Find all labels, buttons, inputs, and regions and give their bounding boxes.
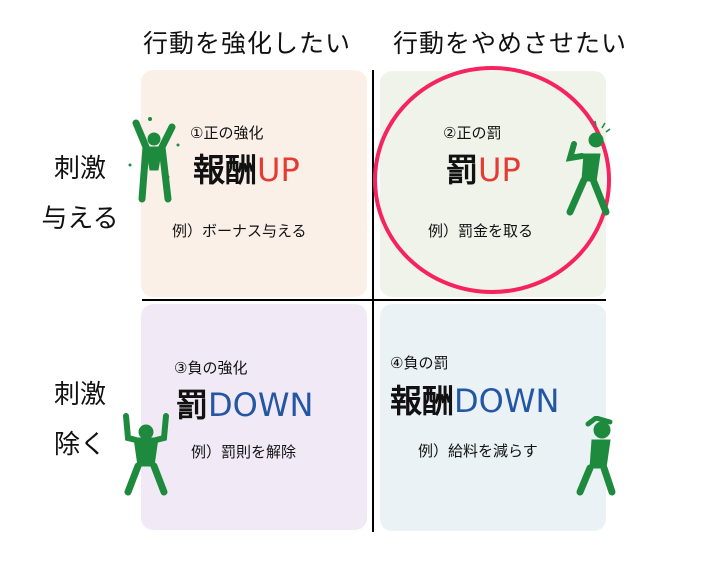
quadrant-positive-reinforcement (141, 70, 367, 297)
shocked-person-icon (565, 120, 611, 216)
row-header-give-2: 与える (41, 204, 119, 234)
highlight-ellipse (373, 66, 611, 294)
vertical-divider (372, 70, 374, 532)
column-header-reinforce: 行動を強化したい (142, 29, 351, 58)
big-kanji: 報酬 (193, 151, 258, 189)
column-header-punish: 行動をやめさせたい (392, 29, 627, 58)
big-kanji: 罰 (446, 151, 479, 189)
big-word: UP (257, 151, 300, 189)
cheering-person-icon (128, 117, 180, 203)
big-word: UP (478, 151, 521, 189)
example-text: 例）罰金を取る (428, 222, 534, 240)
quadrant-title: ②正の罰 (443, 124, 502, 142)
quadrant-negative-reinforcement (141, 304, 367, 530)
big-kanji: 報酬 (390, 382, 455, 420)
relieved-person-icon (123, 413, 169, 496)
row-header-remove-2: 除く (53, 430, 106, 460)
example-text: 例）ボーナス与える (172, 222, 307, 240)
big-word: DOWN (454, 382, 560, 420)
quadrant-title: ③負の強化 (174, 359, 248, 377)
quadrant-title: ①正の強化 (190, 124, 264, 142)
horizontal-divider (142, 299, 606, 301)
row-header-give-1: 刺激 (53, 154, 106, 184)
quadrant-positive-punishment (380, 71, 606, 297)
quadrant-negative-punishment (380, 304, 606, 531)
big-kanji: 罰 (176, 386, 209, 424)
example-text: 例）罰則を解除 (191, 443, 297, 461)
row-header-remove-1: 刺激 (53, 380, 106, 410)
distressed-person-icon (576, 416, 616, 496)
quadrant-title: ④負の罰 (390, 354, 449, 372)
big-word: DOWN (208, 386, 314, 424)
example-text: 例）給料を減らす (418, 442, 538, 460)
